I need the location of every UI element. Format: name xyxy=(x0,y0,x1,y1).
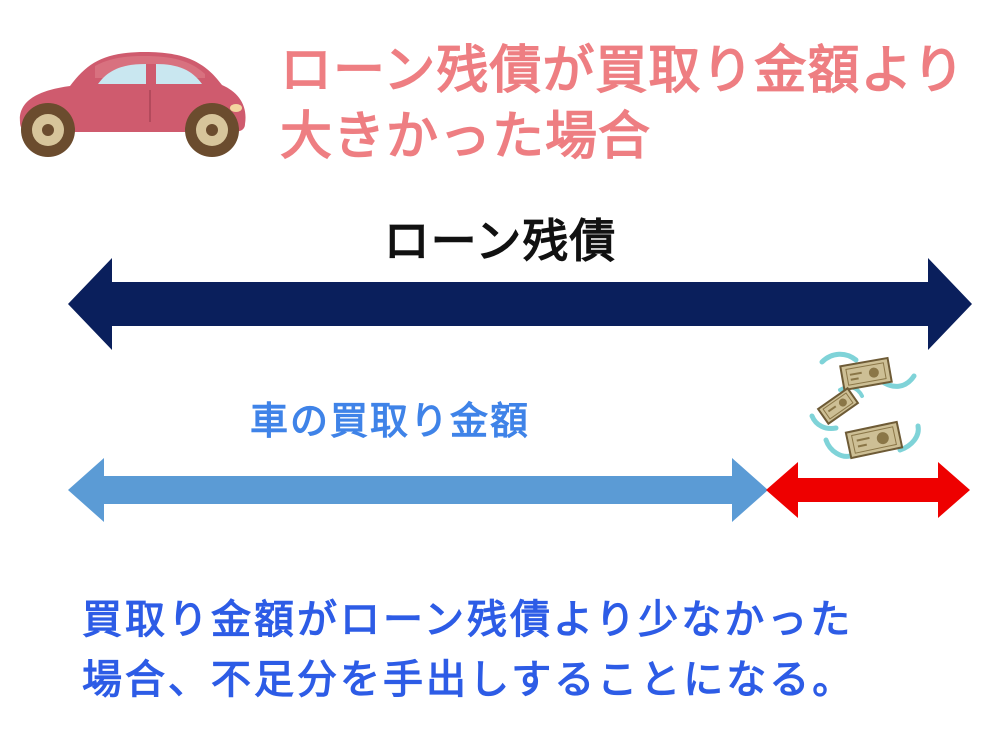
purchase-value-arrow xyxy=(68,458,768,522)
title-line-1: ローン残債が買取り金額より xyxy=(280,41,966,101)
loan-balance-label: ローン残債 xyxy=(383,214,617,268)
title-line-2: 大きかった場合 xyxy=(280,107,652,167)
page-title: ローン残債が買取り金額より 大きかった場合 xyxy=(280,38,980,170)
purchase-value-label: 車の買取り金額 xyxy=(250,399,531,443)
flying-money-icon xyxy=(809,351,921,460)
note-line-2: 場合、不足分を手出しすることになる。 xyxy=(82,657,856,703)
explanation-note: 買取り金額がローン残債より少なかった 場合、不足分を手出しすることになる。 xyxy=(82,590,982,710)
shortfall-arrow xyxy=(766,462,970,518)
car-icon xyxy=(19,52,246,157)
note-line-1: 買取り金額がローン残債より少なかった xyxy=(82,597,854,643)
loan-balance-arrow xyxy=(68,258,972,350)
